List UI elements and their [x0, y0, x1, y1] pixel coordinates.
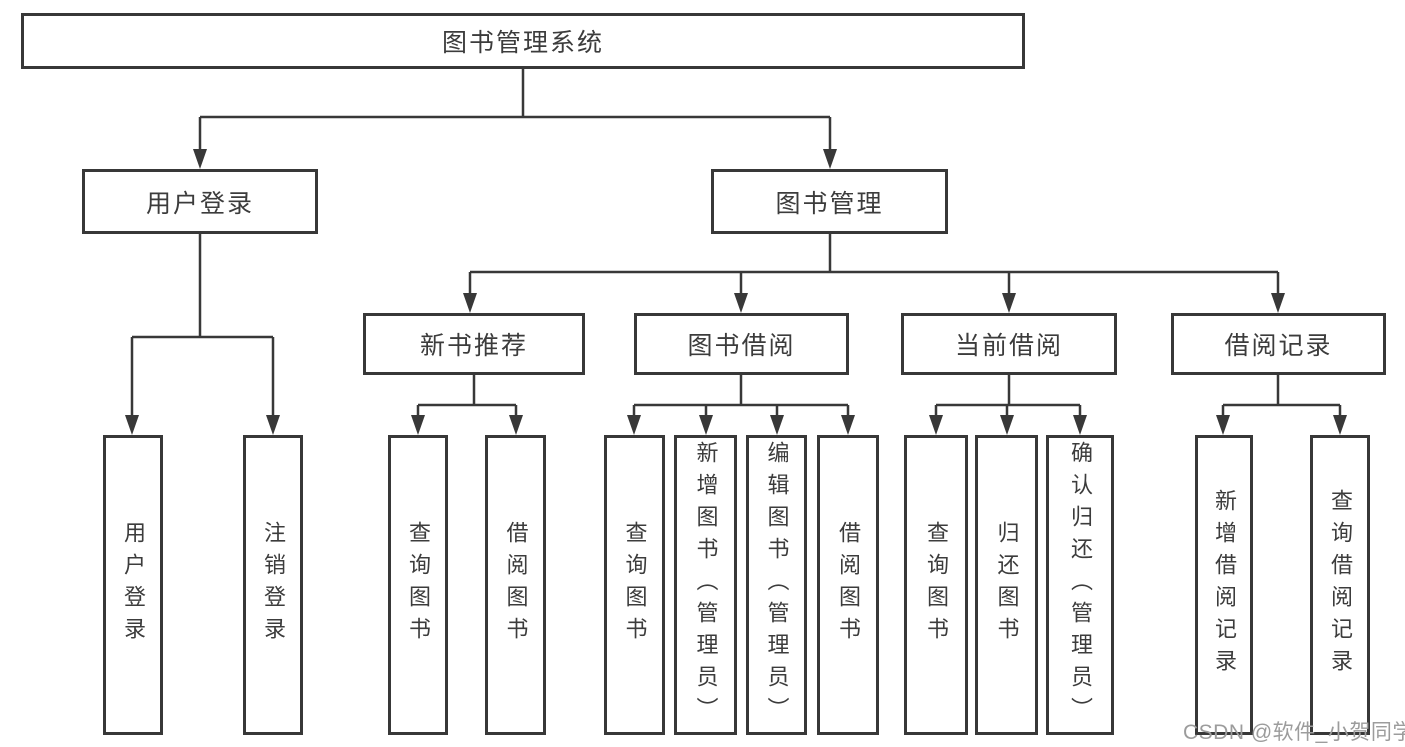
- node-current-borrow-label: 当前借阅: [954, 332, 1063, 360]
- node-new-book-recommend: 新书推荐: [363, 313, 585, 375]
- leaf-recommend-query-book: 查询图书: [388, 435, 448, 735]
- leaf-current-query-book: 查询图书: [904, 435, 968, 735]
- leaf-confirm-return-admin: 确认归还（管理员）: [1046, 435, 1114, 735]
- leaf-logout: 注销登录: [243, 435, 303, 735]
- leaf-edit-book-admin: 编辑图书（管理员）: [746, 435, 807, 735]
- leaf-borrow-query-book: 查询图书: [604, 435, 665, 735]
- leaf-add-book-admin-label: 新增图书（管理员）: [693, 441, 719, 729]
- node-book-management: 图书管理: [711, 169, 948, 234]
- connector-book-borrow: [632, 375, 850, 416]
- node-system-root: 图书管理系统: [21, 13, 1025, 69]
- leaf-add-borrow-record-label: 新增借阅记录: [1212, 489, 1237, 681]
- connector-book-management: [468, 234, 1280, 294]
- leaf-return-book-label: 归还图书: [994, 521, 1020, 649]
- node-current-borrow: 当前借阅: [901, 313, 1117, 375]
- leaf-edit-book-admin-label: 编辑图书（管理员）: [764, 441, 790, 729]
- connector-root: [198, 69, 832, 150]
- leaf-user-login-label: 用户登录: [121, 521, 146, 649]
- node-borrow-records-label: 借阅记录: [1224, 332, 1333, 360]
- node-new-book-recommend-label: 新书推荐: [419, 332, 528, 360]
- leaf-borrow-query-book-label: 查询图书: [622, 521, 648, 649]
- node-user-login-label: 用户登录: [145, 189, 254, 218]
- leaf-user-login: 用户登录: [103, 435, 163, 735]
- leaf-recommend-query-book-label: 查询图书: [406, 521, 431, 649]
- leaf-confirm-return-admin-label: 确认归还（管理员）: [1068, 441, 1093, 729]
- leaf-query-borrow-record: 查询借阅记录: [1310, 435, 1370, 735]
- connector-new-book-recommend: [416, 375, 518, 416]
- connector-borrow-records: [1221, 375, 1342, 416]
- leaf-add-borrow-record: 新增借阅记录: [1195, 435, 1253, 735]
- node-book-management-label: 图书管理: [775, 189, 884, 218]
- watermark: CSDN @软件_小贺同学: [1183, 721, 1405, 744]
- connector-current-borrow: [934, 375, 1082, 416]
- leaf-query-borrow-record-label: 查询借阅记录: [1328, 489, 1353, 681]
- node-system-root-label: 图书管理系统: [441, 29, 604, 57]
- node-user-login: 用户登录: [82, 169, 318, 234]
- node-borrow-records: 借阅记录: [1171, 313, 1386, 375]
- leaf-current-query-book-label: 查询图书: [924, 521, 949, 649]
- leaf-logout-label: 注销登录: [261, 521, 286, 649]
- leaf-return-book: 归还图书: [975, 435, 1038, 735]
- node-book-borrow: 图书借阅: [634, 313, 849, 375]
- leaf-borrow-book-label: 借阅图书: [836, 521, 861, 649]
- leaf-recommend-borrow-book: 借阅图书: [485, 435, 546, 735]
- connector-user-login: [130, 234, 275, 416]
- node-book-borrow-label: 图书借阅: [687, 332, 796, 360]
- leaf-add-book-admin: 新增图书（管理员）: [674, 435, 737, 735]
- leaf-borrow-book: 借阅图书: [817, 435, 879, 735]
- leaf-recommend-borrow-book-label: 借阅图书: [503, 521, 529, 649]
